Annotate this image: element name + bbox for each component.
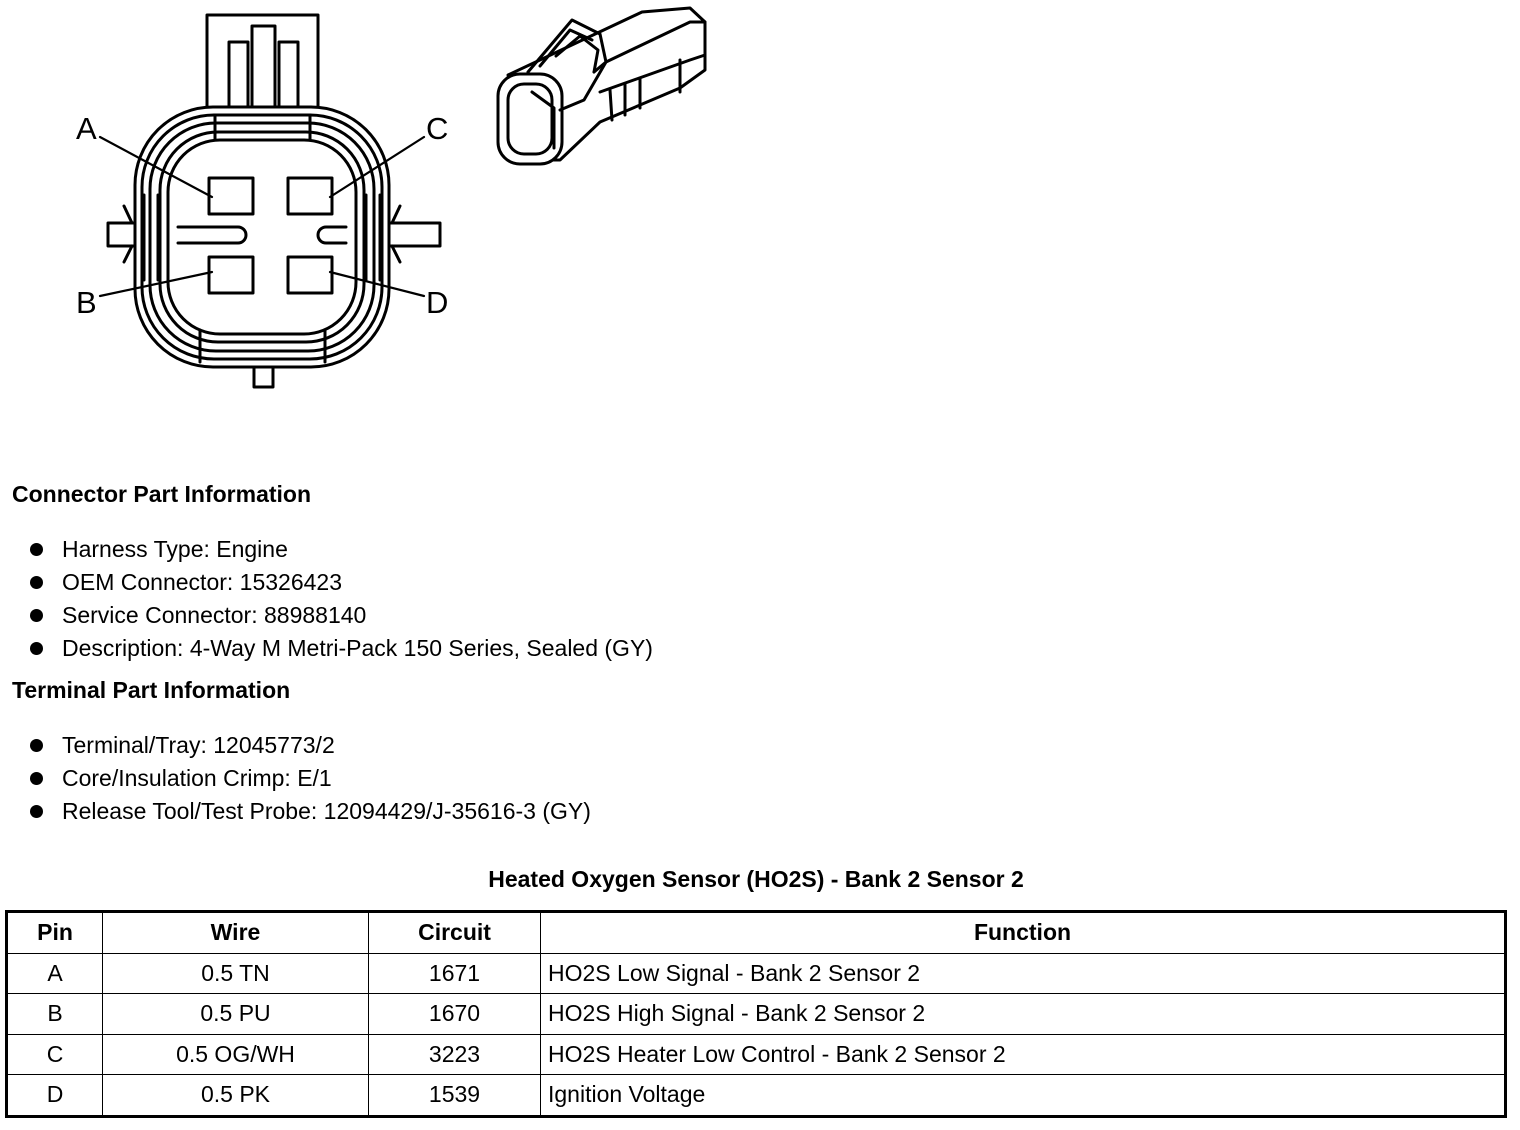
table-row: D 0.5 PK 1539 Ignition Voltage — [6, 1074, 1506, 1117]
column-header-wire: Wire — [102, 911, 369, 954]
connector-body — [133, 105, 391, 369]
table-header-row: Pin Wire Circuit Function — [6, 911, 1506, 954]
polarization-slots — [176, 225, 348, 245]
cell-function: Ignition Voltage — [540, 1074, 1506, 1117]
list-item-text: Description: 4-Way M Metri-Pack 150 Seri… — [62, 635, 653, 661]
bullet-icon — [30, 609, 43, 622]
list-item-text: OEM Connector: 15326423 — [62, 569, 343, 595]
bullet-icon — [30, 739, 43, 752]
connector-diagram: A C B D — [76, 6, 707, 389]
cell-circuit: 3223 — [368, 1033, 541, 1075]
list-item: Terminal/Tray: 12045773/2 — [30, 729, 591, 762]
terminal-info-heading: Terminal Part Information — [12, 677, 291, 703]
pin-label-a: A — [76, 111, 97, 146]
cell-function: HO2S High Signal - Bank 2 Sensor 2 — [540, 993, 1506, 1035]
cell-wire: 0.5 PU — [102, 993, 369, 1035]
list-item-text: Terminal/Tray: 12045773/2 — [62, 732, 335, 758]
cavity-d — [286, 255, 334, 295]
connector-info-heading: Connector Part Information — [12, 481, 312, 507]
connector-info-list: Harness Type: Engine OEM Connector: 1532… — [30, 533, 653, 665]
pin-label-b: B — [76, 285, 97, 320]
cavity-b — [207, 255, 255, 295]
cell-circuit: 1671 — [368, 952, 541, 994]
pin-label-c: C — [426, 111, 448, 146]
cell-function: HO2S Heater Low Control - Bank 2 Sensor … — [540, 1033, 1506, 1075]
column-header-pin: Pin — [6, 911, 103, 954]
column-header-function: Function — [540, 911, 1506, 954]
list-item: Service Connector: 88988140 — [30, 599, 653, 632]
cell-wire: 0.5 TN — [102, 952, 369, 994]
list-item: Core/Insulation Crimp: E/1 — [30, 762, 591, 795]
list-item: Harness Type: Engine — [30, 533, 653, 566]
leader-lines — [98, 135, 426, 298]
pin-label-d: D — [426, 285, 448, 320]
cell-circuit: 1539 — [368, 1074, 541, 1117]
list-item-text: Service Connector: 88988140 — [62, 602, 367, 628]
cell-pin: A — [6, 952, 103, 994]
cell-wire: 0.5 OG/WH — [102, 1033, 369, 1075]
cell-wire: 0.5 PK — [102, 1074, 369, 1117]
terminal-info-list: Terminal/Tray: 12045773/2 Core/Insulatio… — [30, 729, 591, 828]
list-item-text: Harness Type: Engine — [62, 536, 288, 562]
table-row: B 0.5 PU 1670 HO2S High Signal - Bank 2 … — [6, 993, 1506, 1035]
list-item: OEM Connector: 15326423 — [30, 566, 653, 599]
column-header-circuit: Circuit — [368, 911, 541, 954]
cell-circuit: 1670 — [368, 993, 541, 1035]
table-row: C 0.5 OG/WH 3223 HO2S Heater Low Control… — [6, 1033, 1506, 1075]
connector-latch — [205, 13, 320, 113]
cell-function: HO2S Low Signal - Bank 2 Sensor 2 — [540, 952, 1506, 994]
list-item-text: Core/Insulation Crimp: E/1 — [62, 765, 332, 791]
table-row: A 0.5 TN 1671 HO2S Low Signal - Bank 2 S… — [6, 952, 1506, 994]
bullet-icon — [30, 576, 43, 589]
cell-pin: D — [6, 1074, 103, 1117]
pinout-table: Pin Wire Circuit Function A 0.5 TN 1671 … — [5, 910, 1507, 1118]
list-item-text: Release Tool/Test Probe: 12094429/J-3561… — [62, 798, 591, 824]
bullet-icon — [30, 642, 43, 655]
bullet-icon — [30, 772, 43, 785]
bullet-icon — [30, 543, 43, 556]
connector-side-view — [496, 6, 707, 166]
list-item: Description: 4-Way M Metri-Pack 150 Seri… — [30, 632, 653, 665]
cell-pin: C — [6, 1033, 103, 1075]
list-item: Release Tool/Test Probe: 12094429/J-3561… — [30, 795, 591, 828]
bullet-icon — [30, 805, 43, 818]
table-title: Heated Oxygen Sensor (HO2S) - Bank 2 Sen… — [488, 866, 1024, 892]
cell-pin: B — [6, 993, 103, 1035]
